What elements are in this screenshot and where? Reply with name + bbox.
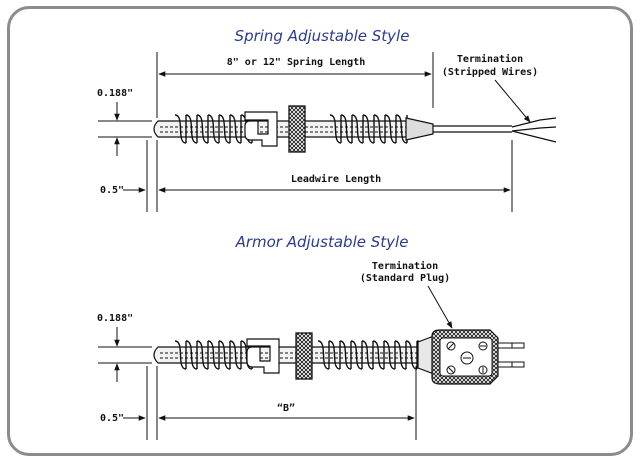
coil-turn	[361, 340, 374, 370]
leadwire-label: Leadwire Length	[291, 173, 381, 185]
coil-turn	[340, 114, 353, 144]
coil-turn	[218, 340, 231, 370]
armor-termination-label-1: Termination	[372, 260, 438, 272]
spring-offset-label: 0.5"	[100, 185, 124, 196]
spring-sheath	[153, 120, 409, 138]
diagram-frame	[7, 6, 633, 456]
coil-turn	[196, 340, 209, 370]
coil-turn	[207, 340, 220, 370]
coil-turn	[185, 340, 198, 370]
coil-turn	[229, 340, 242, 370]
armor-diameter-label: 0.188"	[97, 313, 133, 324]
armor-termination-label-2: (Standard Plug)	[360, 273, 450, 284]
spring-knurled-collar	[288, 105, 306, 153]
coil-turn	[317, 340, 330, 370]
armor-offset-label: 0.5"	[100, 413, 124, 424]
plug-pin-bottom	[497, 361, 525, 368]
coil-turn	[384, 114, 397, 144]
spring-clip	[244, 111, 278, 147]
armor-coil-right	[317, 340, 429, 370]
stripped-wire-3	[511, 130, 557, 143]
spring-strain-relief	[405, 117, 434, 141]
armor-knurled-collar	[295, 332, 313, 380]
spring-termination-label-1: Termination	[457, 53, 523, 65]
coil-turn	[405, 340, 418, 370]
armor-termination-leader	[427, 285, 453, 329]
coil-turn	[394, 340, 407, 370]
coil-turn	[351, 114, 364, 144]
stripped-wire-1	[511, 117, 557, 128]
armor-title: Armor Adjustable Style	[235, 233, 409, 251]
spring-coil-right	[329, 114, 408, 144]
coil-turn	[383, 340, 396, 370]
coil-turn	[339, 340, 352, 370]
coil-turn	[218, 114, 231, 144]
spring-diameter-label: 0.188"	[97, 88, 133, 99]
coil-turn	[372, 340, 385, 370]
stripped-wire-2	[511, 126, 557, 132]
coil-turn	[362, 114, 375, 144]
coil-turn	[174, 114, 187, 144]
armor-coil-left	[174, 340, 253, 370]
armor-clip	[246, 338, 280, 374]
spring-probe	[153, 105, 557, 153]
coil-turn	[350, 340, 363, 370]
standard-plug	[417, 329, 525, 385]
coil-turn	[373, 114, 386, 144]
coil-turn	[229, 114, 242, 144]
spring-title: Spring Adjustable Style	[235, 27, 410, 45]
spring-coil-left	[174, 114, 253, 144]
coil-turn	[185, 114, 198, 144]
coil-turn	[329, 114, 342, 144]
armor-probe	[153, 329, 525, 385]
coil-turn	[207, 114, 220, 144]
coil-turn	[395, 114, 408, 144]
spring-termination-label-2: (Stripped Wires)	[442, 66, 538, 78]
coil-turn	[174, 340, 187, 370]
coil-turn	[328, 340, 341, 370]
plug-pin-top	[497, 342, 525, 349]
coil-turn	[196, 114, 209, 144]
spring-termination-leader	[494, 79, 531, 123]
spring-length-label: 8" or 12" Spring Length	[227, 56, 365, 68]
b-label: “B”	[277, 403, 295, 414]
